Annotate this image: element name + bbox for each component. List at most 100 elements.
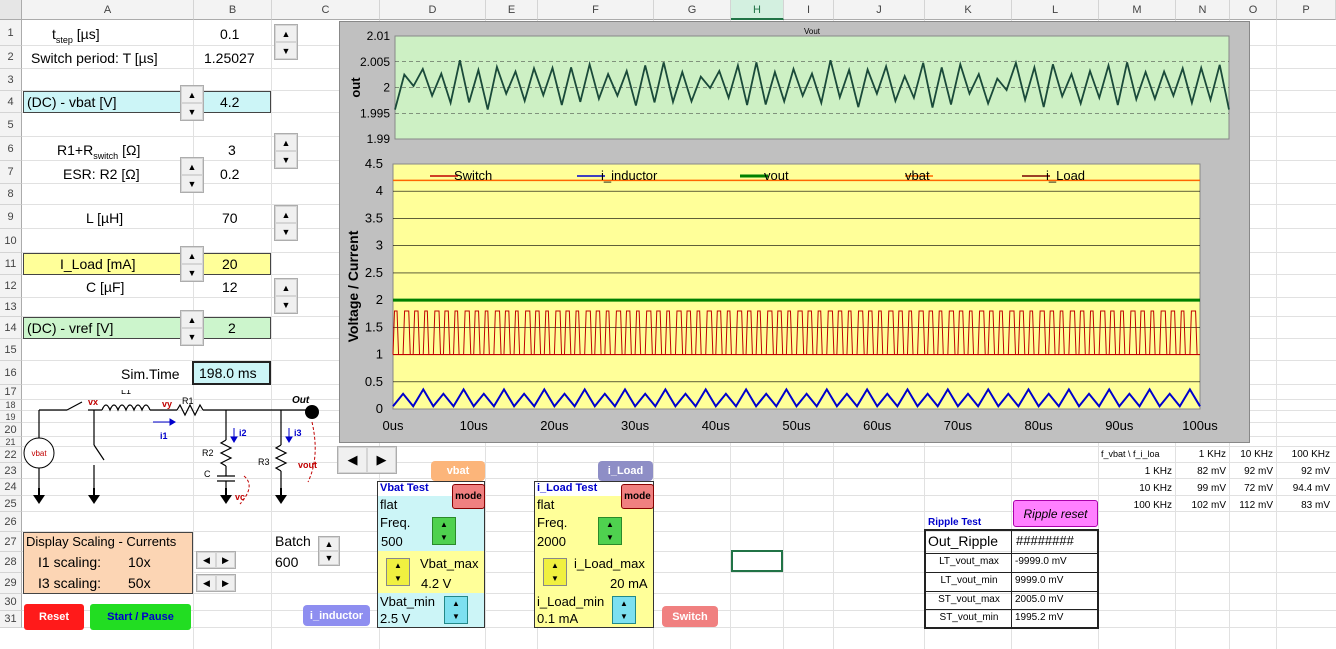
column-header[interactable]: D xyxy=(380,0,486,20)
row-header[interactable]: 3 xyxy=(0,69,22,91)
up-arrow-icon[interactable]: ▲ xyxy=(606,520,614,529)
r1-spinner[interactable]: ▲▼ xyxy=(274,133,298,169)
i1-scaling-spinner[interactable]: ◀▶ xyxy=(196,551,236,569)
column-header[interactable]: C xyxy=(272,0,380,20)
down-arrow-icon[interactable]: ▼ xyxy=(181,175,203,192)
l-value[interactable]: 70 xyxy=(222,210,238,226)
row-header[interactable]: 17 xyxy=(0,385,22,400)
row-header[interactable]: 28 xyxy=(0,552,22,573)
vbat-mode-button[interactable]: mode xyxy=(452,484,485,509)
down-arrow-icon[interactable]: ▼ xyxy=(275,42,297,59)
column-header[interactable]: E xyxy=(486,0,538,20)
row-header[interactable]: 26 xyxy=(0,512,22,532)
row-header[interactable]: 16 xyxy=(0,361,22,385)
up-arrow-icon[interactable]: ▲ xyxy=(620,599,628,608)
left-arrow-icon[interactable]: ◀ xyxy=(197,575,216,591)
right-arrow-icon[interactable]: ▶ xyxy=(367,447,396,473)
down-arrow-icon[interactable]: ▼ xyxy=(181,328,203,345)
column-header[interactable]: G xyxy=(654,0,731,20)
up-arrow-icon[interactable]: ▲ xyxy=(275,25,297,42)
row-header[interactable]: 12 xyxy=(0,275,22,298)
batch-spinner[interactable]: ▲▼ xyxy=(318,536,340,566)
row-header[interactable]: 25 xyxy=(0,496,22,512)
column-header[interactable]: L xyxy=(1012,0,1099,20)
row-header[interactable]: 24 xyxy=(0,479,22,496)
iload-freq-spinner[interactable]: ▲▼ xyxy=(598,517,622,545)
row-header[interactable]: 31 xyxy=(0,611,22,628)
down-arrow-icon[interactable]: ▼ xyxy=(394,574,402,583)
row-header[interactable]: 11 xyxy=(0,253,22,275)
tstep-value[interactable]: 0.1 xyxy=(220,26,240,42)
row-header[interactable]: 9 xyxy=(0,205,22,229)
up-arrow-icon[interactable]: ▲ xyxy=(181,86,203,103)
row-header[interactable]: 10 xyxy=(0,229,22,253)
row-header[interactable]: 18 xyxy=(0,400,22,411)
row-header[interactable]: 20 xyxy=(0,423,22,437)
esr-spinner[interactable]: ▲▼ xyxy=(180,157,204,193)
down-arrow-icon[interactable]: ▼ xyxy=(275,151,297,168)
row-header[interactable]: 5 xyxy=(0,113,22,137)
row-header[interactable]: 23 xyxy=(0,463,22,479)
up-arrow-icon[interactable]: ▲ xyxy=(394,561,402,570)
down-arrow-icon[interactable]: ▼ xyxy=(319,551,339,565)
up-arrow-icon[interactable]: ▲ xyxy=(181,158,203,175)
down-arrow-icon[interactable]: ▼ xyxy=(620,612,628,621)
row-header[interactable]: 19 xyxy=(0,411,22,423)
column-header[interactable]: H xyxy=(731,0,784,20)
column-header[interactable]: M xyxy=(1099,0,1176,20)
up-arrow-icon[interactable]: ▲ xyxy=(275,279,297,296)
reset-button[interactable]: Reset xyxy=(24,604,84,630)
l-spinner[interactable]: ▲▼ xyxy=(274,205,298,241)
row-header[interactable]: 2 xyxy=(0,46,22,69)
row-header[interactable]: 1 xyxy=(0,20,22,46)
row-header[interactable]: 14 xyxy=(0,317,22,339)
down-arrow-icon[interactable]: ▼ xyxy=(275,296,297,313)
ripple-reset-button[interactable]: Ripple reset xyxy=(1013,500,1098,527)
start-pause-button[interactable]: Start / Pause xyxy=(90,604,191,630)
left-arrow-icon[interactable]: ◀ xyxy=(197,552,216,568)
down-arrow-icon[interactable]: ▼ xyxy=(606,533,614,542)
iload-spinner[interactable]: ▲▼ xyxy=(180,246,204,282)
down-arrow-icon[interactable]: ▼ xyxy=(440,533,448,542)
right-arrow-icon[interactable]: ▶ xyxy=(216,552,235,568)
vref-value[interactable]: 2 xyxy=(228,320,236,336)
period-value[interactable]: 1.25027 xyxy=(204,50,255,66)
row-header[interactable]: 15 xyxy=(0,339,22,361)
i3-scaling-spinner[interactable]: ◀▶ xyxy=(196,574,236,592)
iload-max-spinner[interactable]: ▲▼ xyxy=(543,558,567,586)
column-header[interactable]: A xyxy=(22,0,194,20)
up-arrow-icon[interactable]: ▲ xyxy=(319,537,339,551)
vbat-max-spinner[interactable]: ▲▼ xyxy=(386,558,410,586)
column-header[interactable]: N xyxy=(1176,0,1230,20)
row-header[interactable]: 27 xyxy=(0,532,22,552)
row-header[interactable]: 29 xyxy=(0,573,22,594)
c-value[interactable]: 12 xyxy=(222,279,238,295)
column-header[interactable]: K xyxy=(925,0,1012,20)
right-arrow-icon[interactable]: ▶ xyxy=(216,575,235,591)
iload-value[interactable]: 20 xyxy=(222,256,238,272)
switch-tag[interactable]: Switch xyxy=(662,606,718,627)
row-header[interactable]: 22 xyxy=(0,447,22,463)
column-header[interactable]: I xyxy=(784,0,834,20)
left-arrow-icon[interactable]: ◀ xyxy=(338,447,367,473)
column-header[interactable]: P xyxy=(1277,0,1336,20)
up-arrow-icon[interactable]: ▲ xyxy=(181,247,203,264)
vref-spinner[interactable]: ▲▼ xyxy=(180,310,204,346)
iload-mode-button[interactable]: mode xyxy=(621,484,654,509)
down-arrow-icon[interactable]: ▼ xyxy=(275,223,297,240)
down-arrow-icon[interactable]: ▼ xyxy=(551,574,559,583)
iload-min-spinner[interactable]: ▲▼ xyxy=(612,596,636,624)
up-arrow-icon[interactable]: ▲ xyxy=(452,599,460,608)
down-arrow-icon[interactable]: ▼ xyxy=(181,264,203,281)
esr-value[interactable]: 0.2 xyxy=(220,166,240,182)
row-header[interactable]: 8 xyxy=(0,184,22,205)
tstep-spinner[interactable]: ▲▼ xyxy=(274,24,298,60)
vbat-spinner[interactable]: ▲▼ xyxy=(180,85,204,121)
up-arrow-icon[interactable]: ▲ xyxy=(181,311,203,328)
chart-scroll-spinner[interactable]: ◀▶ xyxy=(337,446,397,474)
up-arrow-icon[interactable]: ▲ xyxy=(440,520,448,529)
column-header[interactable]: J xyxy=(834,0,925,20)
vbat-tag[interactable]: vbat xyxy=(431,461,485,481)
down-arrow-icon[interactable]: ▼ xyxy=(452,612,460,621)
vbat-freq-spinner[interactable]: ▲▼ xyxy=(432,517,456,545)
